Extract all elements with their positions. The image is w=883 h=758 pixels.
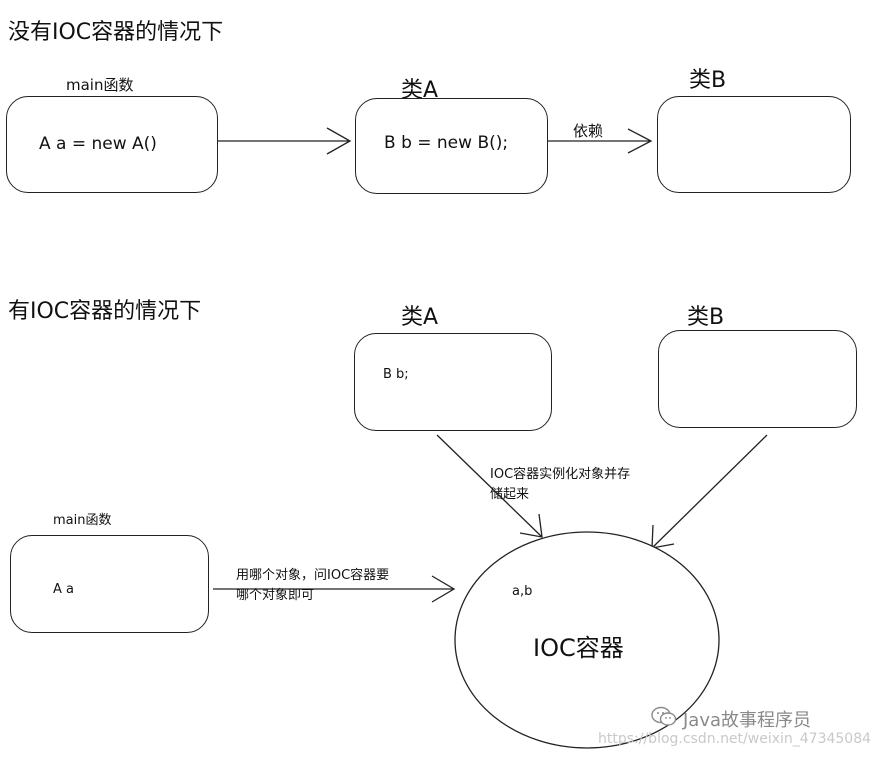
ioc-classB-box (658, 330, 857, 428)
main-function-label: main函数 (66, 76, 134, 94)
classB-box (657, 96, 851, 193)
ioc-classA-code: B b; (383, 367, 409, 382)
container-label: IOC容器 (533, 634, 624, 662)
arrow-main-to-container (213, 575, 456, 603)
classB-label: 类B (689, 68, 727, 93)
ioc-main-function-code: A a (53, 582, 74, 597)
wechat-icon (651, 706, 677, 728)
ioc-classB-label: 类B (687, 305, 725, 330)
ask-container-note: 用哪个对象，问IOC容器要哪个对象即可 (236, 568, 390, 603)
dependency-label: 依赖 (573, 122, 604, 140)
container-contents: a,b (512, 584, 533, 599)
arrow-classA-to-container (436, 434, 543, 538)
watermark-brand: Java故事程序员 (683, 710, 812, 731)
heading-without-ioc: 没有IOC容器的情况下 (8, 20, 224, 45)
ioc-classA-label: 类A (401, 305, 439, 330)
watermark-blog-url: https://blog.csdn.net/weixin_47345084 (598, 731, 872, 747)
ioc-classA-box: B b; (354, 333, 552, 431)
ioc-main-function-label: main函数 (53, 513, 112, 528)
ioc-container-circle (454, 531, 720, 749)
arrow-classB-to-container (651, 434, 768, 549)
main-function-box: A a = new A() (6, 96, 218, 193)
main-function-code: A a = new A() (39, 134, 157, 154)
container-note: IOC容器实例化对象并存储起来 (490, 467, 631, 502)
arrow-classA-to-classB (548, 128, 653, 154)
classA-code: B b = new B(); (384, 133, 509, 153)
ioc-main-function-box: A a (10, 535, 209, 633)
classA-box: B b = new B(); (355, 98, 548, 194)
arrow-main-to-classA (218, 127, 352, 155)
heading-with-ioc: 有IOC容器的情况下 (8, 299, 202, 324)
